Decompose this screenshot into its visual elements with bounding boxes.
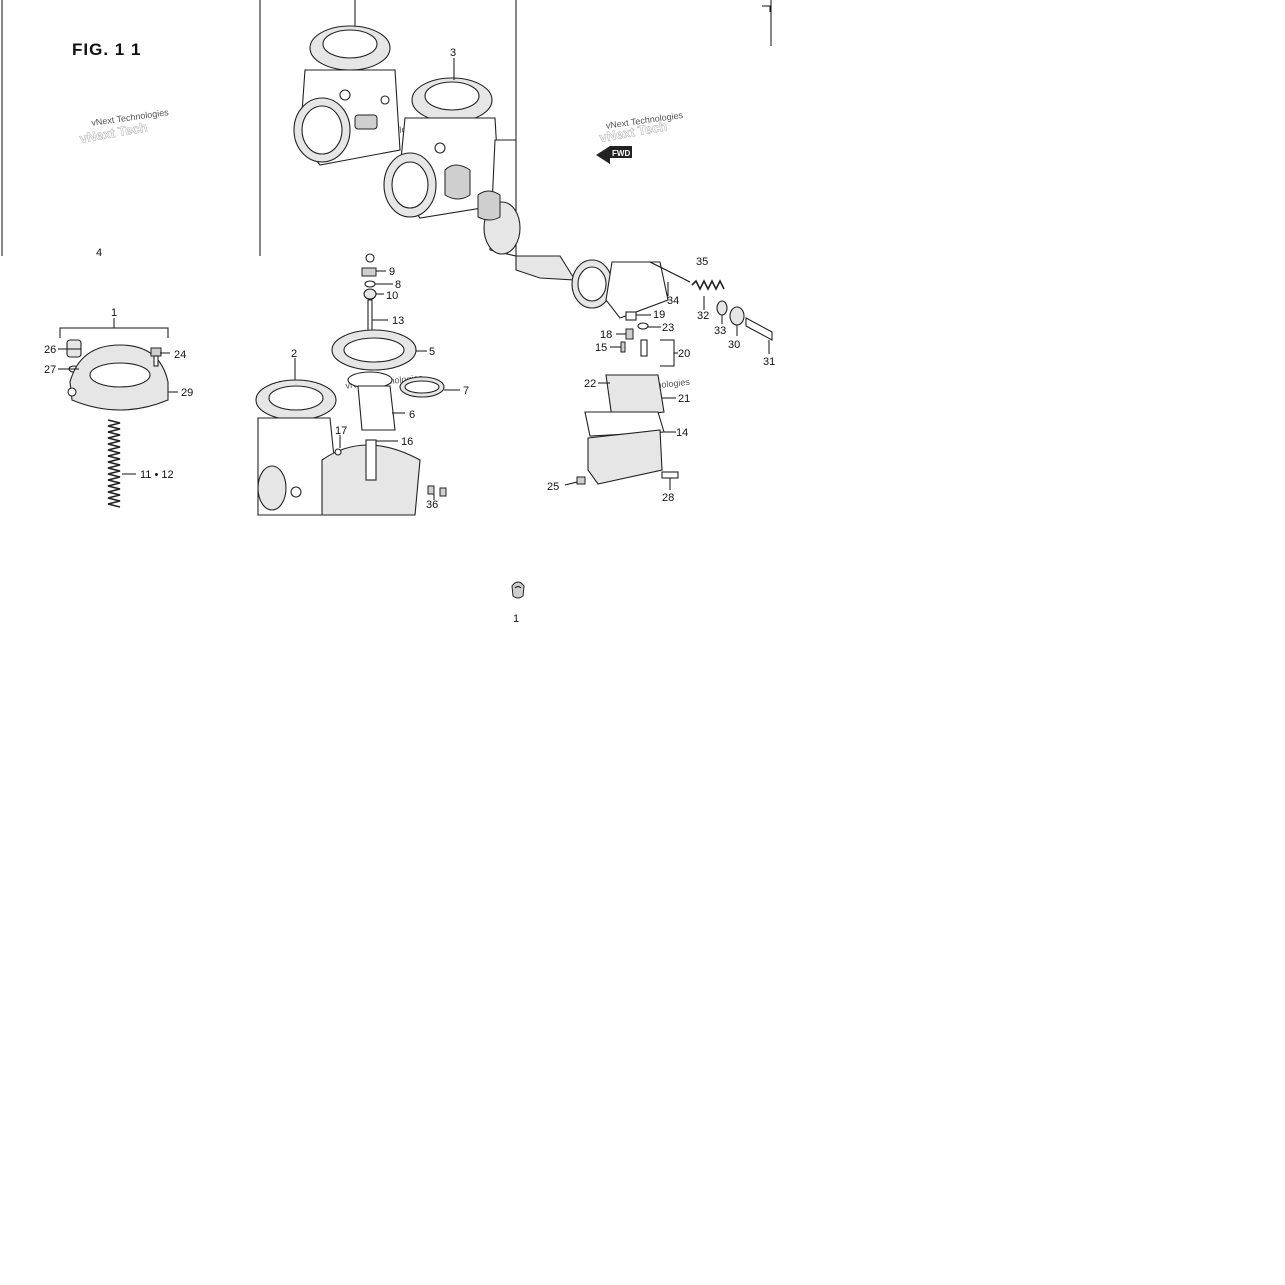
callout-25: 25 (547, 481, 559, 493)
diaphragm-piston-illustration (255, 253, 460, 516)
watermark-2: vNext Tech vNext Technologies (598, 110, 684, 145)
callout-9: 9 (389, 266, 395, 278)
callout-10: 10 (386, 290, 398, 302)
callout-18: 18 (600, 329, 612, 341)
callout-17: 17 (335, 425, 347, 437)
callout-8: 8 (395, 279, 401, 291)
fwd-arrow-icon: FWD (596, 146, 632, 164)
callout-4: 4 (96, 247, 102, 259)
callout-32: 32 (697, 310, 709, 322)
callout-5: 5 (429, 346, 435, 358)
watermark-1: vNext Tech vNext Technologies (78, 107, 170, 146)
callout-3: 3 (450, 47, 456, 59)
callout-2: 2 (291, 348, 297, 360)
float-bowl-throttle-illustration (515, 255, 773, 490)
callout-21: 21 (678, 393, 690, 405)
callout-1: 1 (111, 307, 117, 319)
callout-27: 27 (44, 364, 56, 376)
carburetor-assembly-illustration (293, 0, 521, 257)
callout-30: 30 (728, 339, 740, 351)
callout-19: 19 (653, 309, 665, 321)
top-cap-group-illustration (58, 318, 178, 508)
fwd-label: FWD (612, 149, 630, 158)
figure-title: FIG. 1 1 (72, 40, 142, 59)
callout-20: 20 (678, 348, 690, 360)
clip-part-illustration (511, 581, 525, 599)
callout-6: 6 (409, 409, 415, 421)
callout-35: 35 (696, 256, 708, 268)
callout-13: 13 (392, 315, 404, 327)
callout-33: 33 (714, 325, 726, 337)
callout-24: 24 (174, 349, 186, 361)
callout-11-12: 11 • 12 (140, 469, 174, 481)
callout-36: 36 (426, 499, 438, 511)
callout-22: 22 (584, 378, 596, 390)
callout-34: 34 (667, 295, 679, 307)
callout-23: 23 (662, 322, 674, 334)
callout-15: 15 (595, 342, 607, 354)
callout-31: 31 (763, 356, 775, 368)
callout-1b: 1 (513, 613, 519, 625)
callout-16: 16 (401, 436, 413, 448)
callout-14: 14 (676, 427, 688, 439)
callout-29: 29 (181, 387, 193, 399)
callout-26: 26 (44, 344, 56, 356)
callout-7: 7 (463, 385, 469, 397)
callout-28: 28 (662, 492, 674, 504)
